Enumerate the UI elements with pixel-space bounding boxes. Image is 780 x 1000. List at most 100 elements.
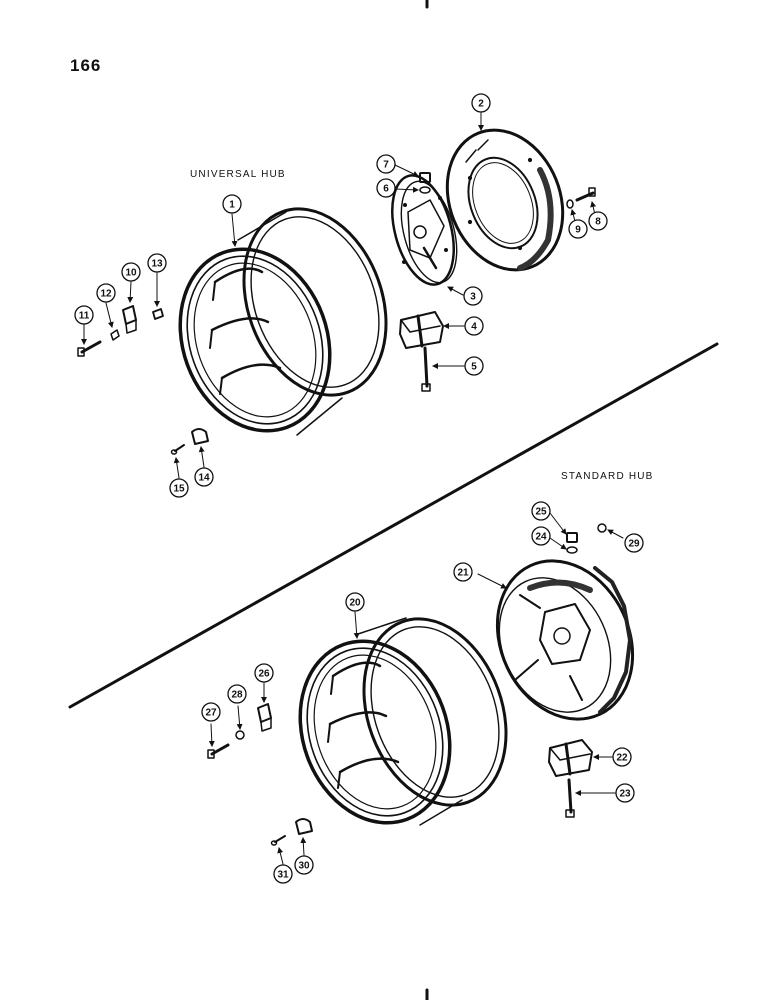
clamp-universal [399, 311, 444, 349]
callout-number: 25 [535, 507, 547, 518]
callout-number: 3 [470, 292, 476, 303]
callout-number: 13 [151, 259, 163, 270]
callout-5: 5 [464, 356, 484, 376]
callout-number: 6 [383, 184, 389, 195]
callout-number: 20 [349, 598, 361, 609]
callout-22: 22 [612, 747, 632, 767]
clamp-standard [548, 739, 593, 777]
callout-circle [121, 262, 141, 282]
callout-circle [531, 501, 551, 521]
callout-number: 30 [298, 861, 310, 872]
washer-9 [566, 199, 574, 209]
callout-number: 22 [616, 753, 628, 764]
callout-circle [169, 478, 189, 498]
callout-10: 10 [121, 262, 141, 282]
callout-circle [194, 467, 214, 487]
callout-number: 26 [258, 669, 270, 680]
washer-24 [566, 546, 578, 554]
callout-2: 2 [471, 93, 491, 113]
callout-circle [568, 219, 588, 239]
standard-hub-label: STANDARD HUB [561, 471, 654, 482]
callout-circle [471, 93, 491, 113]
bracket-26 [257, 703, 272, 732]
callout-number: 12 [100, 289, 112, 300]
washer-28 [235, 730, 245, 740]
nut-7 [419, 172, 431, 183]
bolt-standard-clamp [565, 778, 575, 818]
callout-circle [588, 211, 608, 231]
callout-number: 31 [277, 870, 289, 881]
wheel-rim-standard [298, 617, 508, 826]
callout-21: 21 [453, 562, 473, 582]
callout-number: 29 [628, 539, 640, 550]
callout-24: 24 [531, 526, 551, 546]
callout-number: 27 [205, 708, 217, 719]
callout-27: 27 [201, 702, 221, 722]
bolt-universal-clamp [421, 346, 431, 392]
callout-1: 1 [222, 194, 242, 214]
callout-circle [96, 283, 116, 303]
callout-15: 15 [169, 478, 189, 498]
callout-11: 11 [74, 305, 94, 325]
callout-number: 11 [79, 311, 90, 322]
bolt-27 [207, 743, 230, 759]
callout-circle [376, 178, 396, 198]
bracket-10 [122, 305, 137, 334]
callout-circle [201, 702, 221, 722]
washer-29 [597, 523, 607, 533]
callout-number: 14 [198, 473, 210, 484]
callout-circle [463, 286, 483, 306]
nut-13 [152, 308, 164, 320]
callout-circle [294, 855, 314, 875]
callout-circle [345, 592, 365, 612]
callout-group: 1234567891011121314152021222324252627282… [74, 93, 644, 884]
callout-30: 30 [294, 855, 314, 875]
callout-6: 6 [376, 178, 396, 198]
callout-circle [74, 305, 94, 325]
callout-circle [222, 194, 242, 214]
callout-25: 25 [531, 501, 551, 521]
hub-cover-universal [445, 128, 565, 272]
callout-20: 20 [345, 592, 365, 612]
bolt-8 [575, 187, 596, 202]
callout-number: 28 [231, 690, 243, 701]
callout-23: 23 [615, 783, 635, 803]
callout-31: 31 [273, 864, 293, 884]
callout-8: 8 [588, 211, 608, 231]
callout-circle [453, 562, 473, 582]
bolt-11 [77, 340, 102, 357]
callout-number: 15 [173, 484, 185, 495]
callout-circle [464, 316, 484, 336]
callout-circle [464, 356, 484, 376]
callout-circle [612, 747, 632, 767]
callout-number: 2 [478, 99, 484, 110]
clip-14 [191, 428, 209, 445]
callout-number: 8 [595, 217, 601, 228]
callout-29: 29 [624, 533, 644, 553]
leader-lines [81, 112, 624, 865]
callout-circle [376, 154, 396, 174]
callout-circle [227, 684, 247, 704]
wheel-rim-universal [178, 207, 388, 436]
callout-7: 7 [376, 154, 396, 174]
callout-28: 28 [227, 684, 247, 704]
callout-14: 14 [194, 467, 214, 487]
washer-6 [419, 186, 431, 194]
callout-circle [615, 783, 635, 803]
callout-3: 3 [463, 286, 483, 306]
callout-number: 24 [535, 532, 547, 543]
callout-number: 4 [471, 322, 477, 333]
callout-number: 23 [619, 789, 631, 800]
callout-number: 10 [125, 268, 137, 279]
section-divider-line [68, 342, 719, 709]
universal-hub-label: UNIVERSAL HUB [190, 169, 286, 180]
screw-15 [170, 444, 185, 455]
callout-4: 4 [464, 316, 484, 336]
callout-number: 9 [575, 225, 581, 236]
hub-disc-universal [391, 174, 458, 286]
callout-number: 7 [383, 160, 389, 171]
callout-circle [531, 526, 551, 546]
callout-26: 26 [254, 663, 274, 683]
